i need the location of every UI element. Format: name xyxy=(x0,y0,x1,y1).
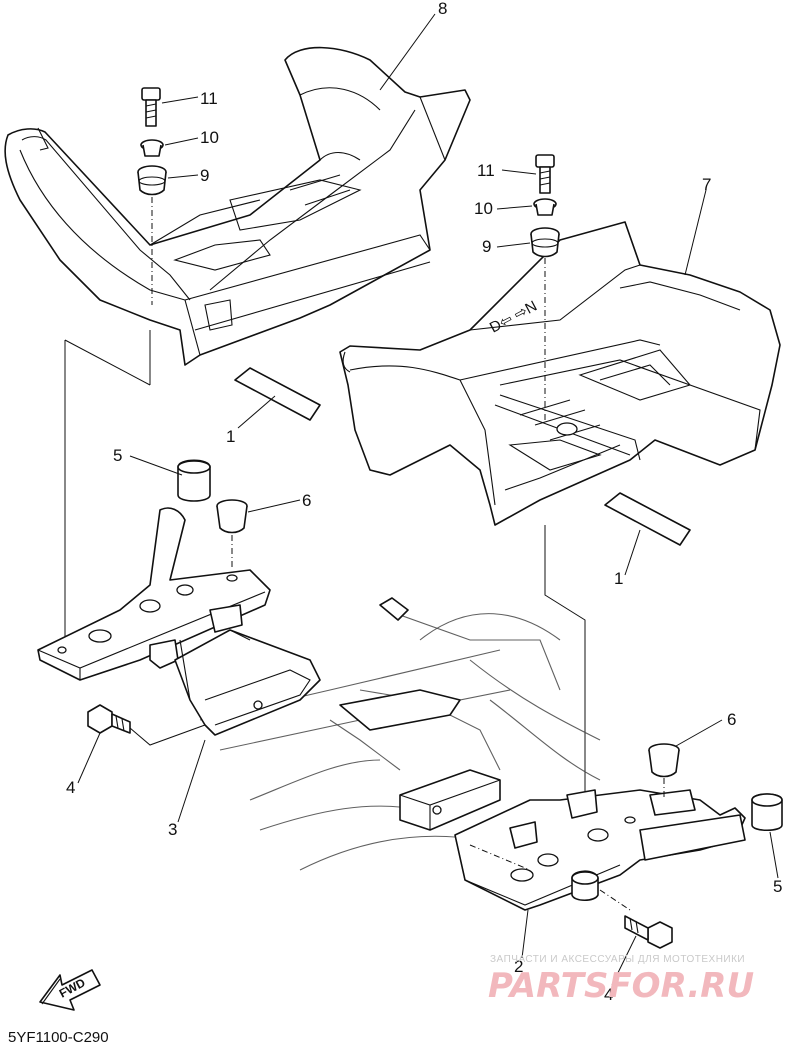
right-rubber-pad xyxy=(604,492,691,546)
right-footrest-board xyxy=(339,221,781,526)
right-collar xyxy=(533,198,557,216)
callout-1-right: 1 xyxy=(614,569,623,588)
left-rubber-pad xyxy=(234,367,321,421)
right-bolt xyxy=(535,154,555,194)
left-footrest-board xyxy=(4,46,471,366)
callout-6-right: 6 xyxy=(727,710,736,729)
watermark-brand: PARTSFOR.RU xyxy=(488,966,754,1006)
callout-5-left: 5 xyxy=(113,446,122,465)
callout-9-left: 9 xyxy=(200,166,209,185)
watermark-tagline: ЗАПЧАСТИ И АКСЕССУАРЫ ДЛЯ МОТОТЕХНИКИ xyxy=(490,954,745,965)
callout-3: 3 xyxy=(168,820,177,839)
callout-labels: 8 11 10 9 7 11 10 9 1 1 5 6 4 3 6 5 2 4 xyxy=(66,0,782,1004)
left-mount-guide xyxy=(64,330,151,386)
callout-10-right: 10 xyxy=(474,199,493,218)
diagram-code: 5YF1100-C290 xyxy=(8,1029,109,1045)
left-grommet xyxy=(137,165,167,196)
callout-7: 7 xyxy=(702,175,711,194)
left-collar xyxy=(140,139,164,157)
watermark: ЗАПЧАСТИ И АКСЕССУАРЫ ДЛЯ МОТОТЕХНИКИ PA… xyxy=(488,954,754,1006)
left-footpeg-sleeve xyxy=(177,459,211,502)
left-flange-bolt xyxy=(87,704,131,734)
callout-9-right: 9 xyxy=(482,237,491,256)
leader-lines xyxy=(77,13,779,986)
callout-4-left: 4 xyxy=(66,778,75,797)
right-align-line xyxy=(544,525,586,800)
left-bolt-guide xyxy=(129,724,206,746)
callout-6-left: 6 xyxy=(302,491,311,510)
callout-5-right: 5 xyxy=(773,877,782,896)
left-damper xyxy=(216,499,248,534)
callout-2: 2 xyxy=(514,957,523,976)
right-damper xyxy=(648,743,680,778)
right-grommet xyxy=(530,227,560,258)
callout-4-right: 4 xyxy=(604,985,613,1004)
callout-11-right: 11 xyxy=(477,161,495,180)
right-footrest-bracket xyxy=(454,789,746,911)
forward-arrow: FWD xyxy=(39,969,101,1011)
callout-1-left: 1 xyxy=(226,427,235,446)
left-footrest-bracket xyxy=(37,507,321,736)
callout-8: 8 xyxy=(438,0,447,18)
right-flange-bolt xyxy=(624,915,673,949)
callout-10-left: 10 xyxy=(200,128,219,147)
callout-11-left: 11 xyxy=(200,89,218,108)
right-footpeg-sleeve xyxy=(751,793,783,832)
frame-outline xyxy=(199,597,601,871)
left-bolt xyxy=(141,87,161,127)
